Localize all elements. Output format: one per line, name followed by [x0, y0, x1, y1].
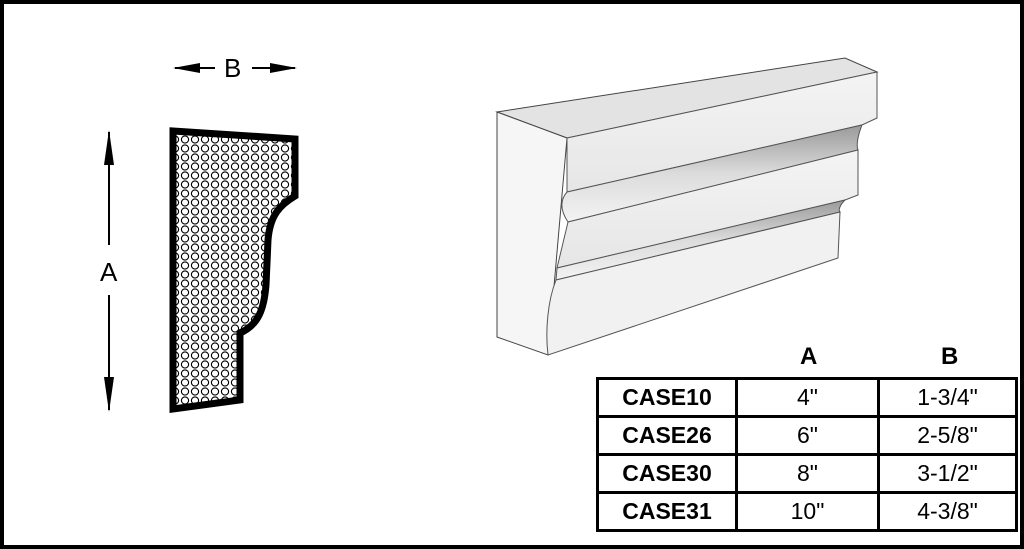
dimension-a-value: 6"	[735, 415, 880, 456]
dimension-b-value: 4-3/8"	[877, 491, 1018, 532]
dimension-a-arrows	[104, 130, 114, 412]
dimension-a-value: 4"	[735, 377, 880, 418]
dimension-b-value: 1-3/4"	[877, 377, 1018, 418]
dimension-b-label: B	[224, 53, 242, 83]
table-row: CASE31 10" 4-3/8"	[596, 491, 1018, 532]
model-name: CASE10	[596, 377, 738, 418]
dimension-a-value: 10"	[735, 491, 880, 532]
table-row: CASE10 4" 1-3/4"	[596, 377, 1018, 418]
dimension-b-arrows	[173, 63, 297, 73]
table-row: CASE30 8" 3-1/2"	[596, 453, 1018, 494]
table-row: CASE26 6" 2-5/8"	[596, 415, 1018, 456]
model-name: CASE26	[596, 415, 738, 456]
molding-profile-section	[169, 127, 299, 414]
dimension-a-label: A	[100, 257, 118, 287]
dimension-b-value: 3-1/2"	[877, 453, 1018, 494]
dimension-b-value: 2-5/8"	[877, 415, 1018, 456]
size-table: CASE10 4" 1-3/4" CASE26 6" 2-5/8" CASE30…	[596, 377, 1018, 532]
dimension-a-value: 8"	[735, 453, 880, 494]
model-name: CASE31	[596, 491, 738, 532]
molding-3d-render	[495, 57, 879, 356]
model-name: CASE30	[596, 453, 738, 494]
column-header-a: A	[800, 343, 818, 370]
column-header-b: B	[941, 343, 959, 370]
